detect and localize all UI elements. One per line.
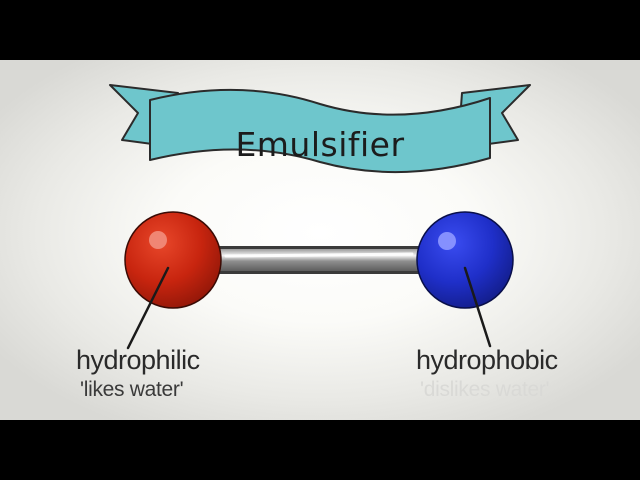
- hydrophobic-pointer-line: [463, 266, 492, 348]
- hydrophobic-label: hydrophobic: [416, 345, 558, 375]
- molecule-bond: [205, 246, 435, 274]
- banner-ribbon: [109, 84, 531, 174]
- letterbox-bottom: [0, 420, 640, 480]
- hydrophobic-atom: [416, 211, 514, 309]
- hydrophilic-label: hydrophilic: [76, 345, 200, 375]
- hydrophilic-atom: [124, 211, 222, 309]
- hydrophilic-pointer-line: [126, 266, 170, 350]
- letterbox-top: [0, 0, 640, 60]
- hydrophilic-sublabel: 'likes water': [80, 378, 184, 401]
- banner-body: [149, 88, 491, 174]
- hydrophobic-sublabel: 'dislikes water': [420, 378, 550, 401]
- diagram-title: Emulsifier: [235, 124, 405, 164]
